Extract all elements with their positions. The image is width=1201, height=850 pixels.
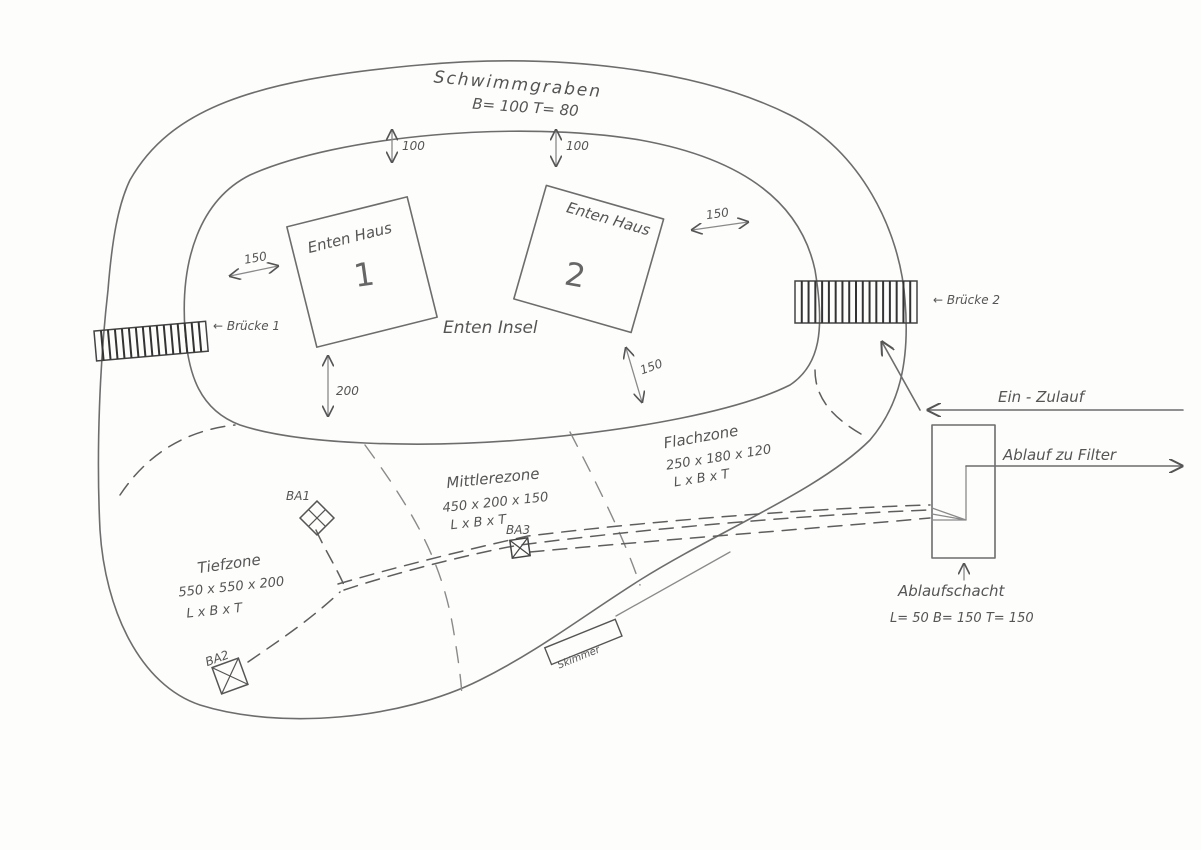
measure-top-right: 100 <box>566 139 589 153</box>
bridge-slat <box>106 329 112 360</box>
bridge-2 <box>794 280 918 324</box>
shaft-pipe-fan <box>931 507 967 521</box>
bridge-slat <box>169 324 175 355</box>
bottom-drain-ba1 <box>298 499 336 537</box>
bottom-drain-ba3 <box>508 536 532 560</box>
island-outline <box>183 130 821 445</box>
bridge-slat <box>141 326 147 357</box>
drain-pipe-middle <box>337 504 931 585</box>
zone-mittlere-axes: L x B x T <box>450 512 508 533</box>
measure-bottom-right: 150 <box>638 356 665 377</box>
ba1-label: BA1 <box>286 489 310 503</box>
skimmer-line <box>615 551 731 617</box>
bridge-slat <box>155 325 161 356</box>
bridge-slat <box>148 326 154 357</box>
bridge-slat <box>127 327 133 358</box>
bridge-slat <box>134 327 140 358</box>
bridge-slat <box>190 322 196 353</box>
drain-pipe-upper <box>343 509 931 591</box>
drain-pipe-lower <box>529 517 931 553</box>
bridge-slat <box>176 323 182 354</box>
measure-bottom-left: 200 <box>336 384 359 398</box>
drain-pipe-ba1 <box>315 529 345 586</box>
measure-arrow-bottom-right <box>626 348 642 402</box>
duck-house-1-number: 1 <box>351 254 376 294</box>
bridge-slat <box>197 321 203 352</box>
zone-tief-dims: 550 x 550 x 200 <box>178 574 285 600</box>
duck-house-1 <box>286 196 438 348</box>
measure-arrow-left <box>230 266 278 276</box>
duck-house-2 <box>513 184 665 334</box>
bridge-1-label: ← Brücke 1 <box>213 319 280 333</box>
zone-boundary-mittel-flach <box>569 431 641 586</box>
bridge-slat <box>99 330 105 361</box>
bridge-1 <box>93 320 209 362</box>
zone-boundary-tief-mittel <box>364 444 463 701</box>
pond-outline <box>97 60 908 720</box>
bridge-slat <box>120 328 126 359</box>
inflow-label: Ein - Zulauf <box>998 388 1087 406</box>
inflow-to-bridge-arrow <box>882 342 921 411</box>
bridge-slat <box>113 329 119 360</box>
duck-house-2-label: Enten Haus <box>565 198 653 239</box>
zone-boundary-left <box>119 424 236 496</box>
zone-mittlere-name: Mittlerezone <box>445 464 540 492</box>
island-label: Enten Insel <box>443 318 538 338</box>
bridge-slat <box>162 324 168 355</box>
bridge-slat <box>183 323 189 354</box>
measure-left: 150 <box>243 249 268 267</box>
drain-shaft <box>931 424 996 559</box>
zone-flach-name: Flachzone <box>662 421 740 452</box>
measure-arrow-right <box>692 222 748 230</box>
shaft-label: Ablaufschacht <box>897 582 1005 600</box>
bridge-2-label: ← Brücke 2 <box>933 293 1000 307</box>
duck-house-2-number: 2 <box>562 255 589 296</box>
skimmer-label: Skimmer <box>556 644 602 671</box>
measure-top-left: 100 <box>402 139 425 153</box>
zone-boundary-right <box>814 369 869 439</box>
shaft-dims: L= 50 B= 150 T= 150 <box>890 611 1034 626</box>
ba3-label: BA3 <box>506 523 530 537</box>
drain-pipe-ba2 <box>247 591 341 663</box>
measure-right: 150 <box>705 205 730 222</box>
zone-tief-name: Tiefzone <box>196 551 262 578</box>
zone-mittlere-dims: 450 x 200 x 150 <box>442 490 549 516</box>
outflow-label: Ablauf zu Filter <box>1002 446 1117 464</box>
duck-house-1-label: Enten Haus <box>306 219 394 257</box>
bottom-drain-ba2 <box>211 657 249 695</box>
zone-tief-axes: L x B x T <box>186 601 244 622</box>
skimmer <box>543 618 623 666</box>
